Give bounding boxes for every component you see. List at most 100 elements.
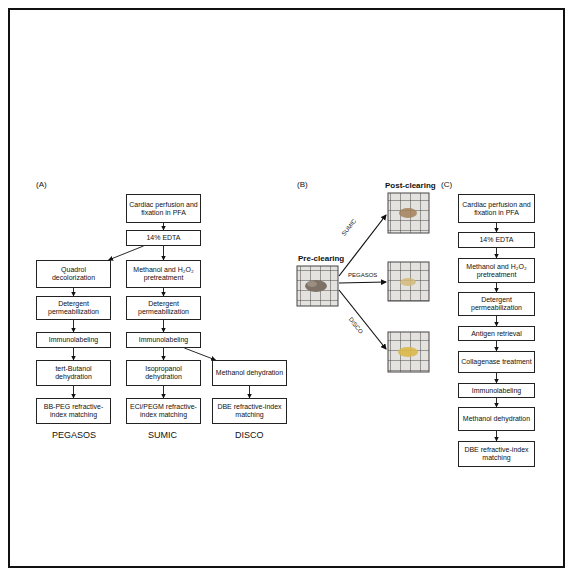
process-box: 14% EDTA <box>458 232 535 248</box>
text-label: Pre-clearing <box>298 254 344 263</box>
box-text-group: Detergent permeabilization <box>39 300 108 316</box>
box-text-group: Methanol dehydration <box>216 369 283 377</box>
box-text: BB-PEG refractive-index matching <box>39 403 108 419</box>
box-text: 14% EDTA <box>479 236 513 244</box>
box-text: Detergent permeabilization <box>39 300 108 316</box>
text-label: SUMIC <box>341 218 358 237</box>
text-label: PEGASOS <box>52 430 96 440</box>
clearing-arrow <box>339 215 386 276</box>
box-text: Antigen retrieval <box>471 330 522 338</box>
box-text-group: 14% EDTA <box>479 236 513 244</box>
box-text-group: Collagenase treatment <box>461 358 531 366</box>
pegasos-photo <box>388 262 429 301</box>
process-box: Methanol dehydration <box>458 407 535 431</box>
flow-arrow <box>249 386 250 398</box>
box-text: Collagenase treatment <box>461 358 531 366</box>
panel-label: (A) <box>36 180 47 189</box>
box-text-group: ECi/PEGM refractive-index matching <box>129 403 198 419</box>
box-text: DBE refractive-index matching <box>215 403 284 419</box>
text-label: Post-clearing <box>385 181 436 190</box>
text-label: PEGASOS <box>348 272 377 278</box>
box-text: Methanol dehydration <box>216 369 283 377</box>
flow-arrow <box>163 348 164 360</box>
box-text-group: Immunolabeling <box>472 387 521 395</box>
box-text-group: Detergent permeabilization <box>129 300 198 316</box>
flow-arrow <box>496 283 497 292</box>
process-box: ECi/PEGM refractive-index matching <box>126 398 201 424</box>
process-box: Cardiac perfusion and fixation in PFA <box>458 194 535 223</box>
panel-label: (B) <box>297 180 308 189</box>
flow-arrow <box>184 348 215 360</box>
box-text: Detergent permeabilization <box>461 296 532 312</box>
flow-arrow <box>496 223 497 232</box>
box-text: tert-Butanol dehydration <box>39 365 108 381</box>
flow-arrow <box>163 320 164 332</box>
box-text-group: tert-Butanol dehydration <box>39 365 108 381</box>
flow-arrow <box>496 248 497 258</box>
box-text: Methanol and H₂O₂ pretreatment <box>461 263 532 279</box>
box-text: Immunolabeling <box>472 387 521 395</box>
box-text: Cardiac perfusion and fixation in PFA <box>129 201 198 217</box>
box-text-group: Detergent permeabilization <box>461 296 532 312</box>
flow-arrow <box>73 386 74 398</box>
box-text: ECi/PEGM refractive-index matching <box>129 403 198 419</box>
process-box: DBE refractive-index matching <box>212 398 287 424</box>
box-text-group: BB-PEG refractive-index matching <box>39 403 108 419</box>
box-text-group: Cardiac perfusion and fixation in PFA <box>461 201 532 217</box>
box-text: 14% EDTA <box>146 234 180 242</box>
process-box: 14% EDTA <box>126 230 201 246</box>
box-text-group: Immunolabeling <box>49 336 98 344</box>
clearing-arrow <box>339 282 386 283</box>
flow-arrow <box>163 288 164 296</box>
box-text-group: Antigen retrieval <box>471 330 522 338</box>
box-text: Isopropanol dehydration <box>129 365 198 381</box>
box-text: Cardiac perfusion and fixation in PFA <box>461 201 532 217</box>
box-text-group: DBE refractive-index matching <box>215 403 284 419</box>
disco-photo <box>388 332 429 372</box>
process-box: Detergent permeabilization <box>126 296 201 320</box>
box-text-group: Methanol dehydration <box>463 415 530 423</box>
box-text-group: Methanol and H₂O₂ pretreatment <box>461 263 532 279</box>
process-box: Methanol dehydration <box>212 360 287 386</box>
box-text-group: Cardiac perfusion and fixation in PFA <box>129 201 198 217</box>
box-text: Immunolabeling <box>49 336 98 344</box>
box-text: Methanol dehydration <box>463 415 530 423</box>
process-box: Immunolabeling <box>126 332 201 348</box>
process-box: Detergent permeabilization <box>36 296 111 320</box>
box-text-group: Quadrol decolorization <box>39 266 108 282</box>
outer-frame <box>8 8 565 568</box>
box-text: Quadrol decolorization <box>39 266 108 282</box>
flow-arrow <box>496 373 497 383</box>
flow-arrow <box>496 398 497 407</box>
flow-arrow <box>163 246 164 260</box>
pre-clearing-photo <box>297 266 338 306</box>
box-text: DBE refractive-index matching <box>461 446 532 462</box>
flow-arrow <box>163 223 164 230</box>
process-box: Antigen retrieval <box>458 326 535 341</box>
flow-arrow <box>73 320 74 332</box>
box-text-group: DBE refractive-index matching <box>461 446 532 462</box>
sumic-photo <box>388 193 429 233</box>
process-box: DBE refractive-index matching <box>458 441 535 467</box>
box-text-group: 14% EDTA <box>146 234 180 242</box>
process-box: Collagenase treatment <box>458 351 535 373</box>
flow-arrow <box>496 316 497 326</box>
process-box: Immunolabeling <box>36 332 111 348</box>
flow-arrow <box>109 246 144 260</box>
text-label: SUMIC <box>148 430 177 440</box>
flow-arrow <box>73 288 74 296</box>
process-box: BB-PEG refractive-index matching <box>36 398 111 424</box>
box-text: Immunolabeling <box>139 336 188 344</box>
box-text-group: Methanol and H₂O₂ pretreatment <box>129 266 198 282</box>
process-box: Cardiac perfusion and fixation in PFA <box>126 194 201 223</box>
box-text: Detergent permeabilization <box>129 300 198 316</box>
process-box: Isopropanol dehydration <box>126 360 201 386</box>
flow-arrow <box>73 348 74 360</box>
process-box: Detergent permeabilization <box>458 292 535 316</box>
box-text: Methanol and H₂O₂ pretreatment <box>129 266 198 282</box>
flow-arrow <box>163 386 164 398</box>
panel-label: (C) <box>441 180 452 189</box>
